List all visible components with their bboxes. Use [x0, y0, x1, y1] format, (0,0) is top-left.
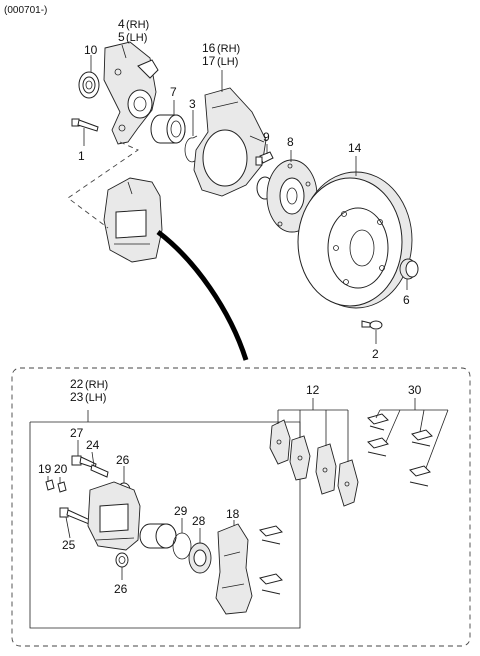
brake-pads-12 — [269, 419, 359, 507]
label-5: 5 — [118, 30, 125, 44]
label-12: 12 — [306, 383, 320, 397]
label-18: 18 — [226, 507, 240, 521]
label-16: 16 — [202, 41, 216, 55]
label-7: 7 — [170, 85, 177, 99]
oil-seal-10 — [78, 71, 100, 99]
label-22: 22 — [70, 377, 84, 391]
label-24: 24 — [86, 438, 100, 452]
piston-seal-28 — [172, 532, 192, 560]
label-10: 10 — [84, 43, 98, 57]
label-14: 14 — [348, 141, 362, 155]
boot-26-lower — [115, 552, 129, 568]
wheel-bearing-7 — [150, 114, 186, 144]
guide-pin-24 — [90, 464, 109, 478]
label-26-lower: 26 — [114, 582, 128, 596]
label-3: 3 — [189, 97, 196, 111]
label-4-suffix: (RH) — [126, 19, 149, 31]
leader-lines-12 — [277, 398, 349, 462]
caliper-kit-frame — [29, 421, 301, 629]
label-20: 20 — [54, 462, 68, 476]
cap-20 — [57, 481, 67, 493]
label-17-suffix: (LH) — [217, 56, 238, 68]
label-4: 4 — [118, 17, 125, 31]
label-19: 19 — [38, 462, 52, 476]
leader-lines-lower — [47, 440, 235, 580]
label-23: 23 — [70, 390, 84, 404]
label-1: 1 — [78, 149, 85, 163]
disc-screw-2 — [361, 320, 383, 330]
label-6: 6 — [403, 293, 410, 307]
kit-pad-clips — [259, 525, 283, 595]
label-16-suffix: (RH) — [217, 43, 240, 55]
label-25: 25 — [62, 538, 76, 552]
hub-nut-6 — [399, 258, 419, 280]
header-code: (000701-) — [4, 5, 47, 16]
dust-cover — [193, 87, 267, 197]
piston-29 — [139, 523, 177, 549]
brake-disc-14 — [297, 171, 413, 309]
label-27: 27 — [70, 426, 84, 440]
caliper-bracket-18 — [215, 523, 253, 615]
bolt-25 — [59, 507, 91, 525]
label-22-suffix: (RH) — [85, 379, 108, 391]
label-2: 2 — [372, 347, 379, 361]
label-23-suffix: (LH) — [85, 392, 106, 404]
caliper-upper — [103, 177, 163, 263]
caliper-body — [87, 481, 141, 551]
label-26-upper: 26 — [116, 453, 130, 467]
label-17: 17 — [202, 54, 216, 68]
bolt-1 — [71, 118, 99, 132]
steering-knuckle — [103, 41, 159, 145]
label-29: 29 — [174, 504, 188, 518]
leader-lines-30 — [375, 398, 449, 469]
label-28: 28 — [192, 514, 206, 528]
bleeder-19 — [45, 479, 55, 491]
label-8: 8 — [287, 135, 294, 149]
lower-assembly-frame — [11, 367, 471, 647]
leader-lines-upper — [83, 44, 408, 344]
brake-hose — [156, 230, 249, 361]
label-5-suffix: (LH) — [126, 32, 147, 44]
label-9: 9 — [263, 130, 270, 144]
label-30: 30 — [408, 383, 422, 397]
piston-boot — [188, 542, 212, 574]
reference-dashed-line — [67, 141, 139, 229]
pad-clips-30 — [367, 413, 433, 487]
